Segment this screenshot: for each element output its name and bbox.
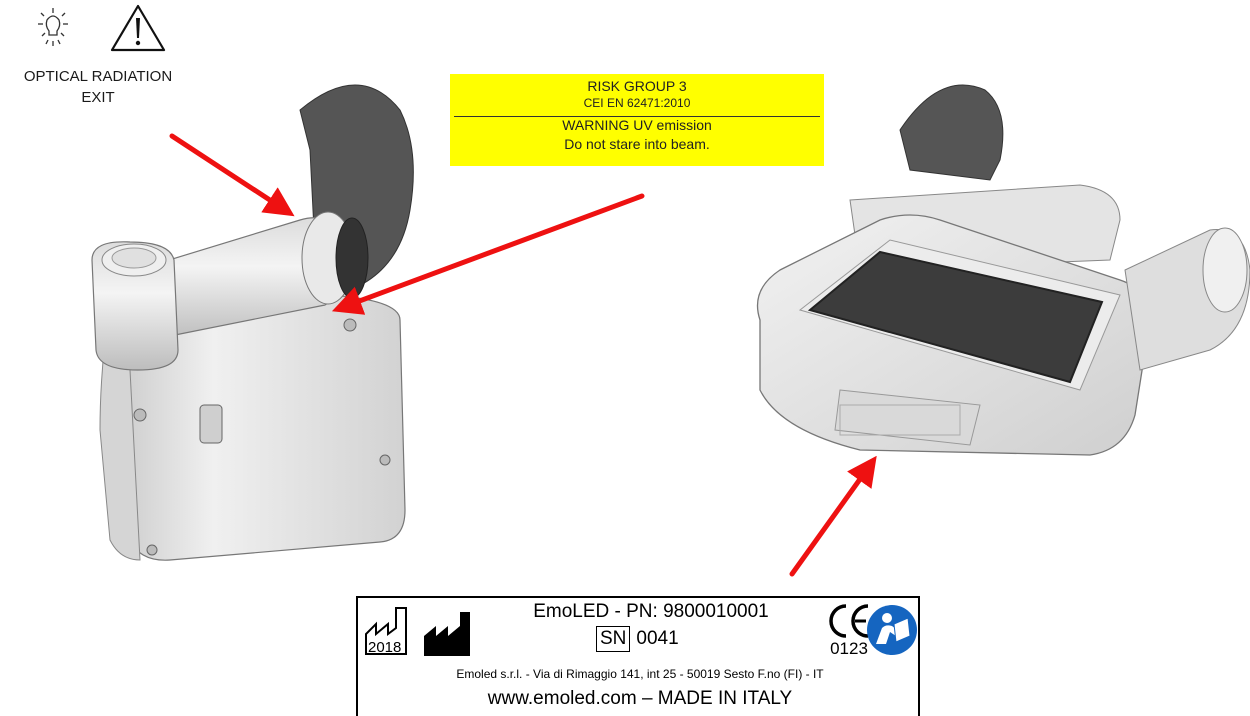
device-front-view (756, 84, 1250, 456)
read-manual-icon (867, 605, 917, 655)
risk-label-divider (454, 116, 820, 117)
part-number: EmoLED - PN: 9800010001 (533, 601, 769, 622)
website-origin: www.emoled.com – MADE IN ITALY (487, 688, 793, 709)
manufacturer-address: Emoled s.r.l. - Via di Rimaggio 141, int… (456, 667, 824, 681)
sn-value: 0041 (636, 628, 679, 649)
ce-mark-text: CE (826, 600, 828, 601)
ce-mark-icon: CE (826, 600, 869, 638)
risk-standard: CEI EN 62471:2010 (583, 96, 691, 110)
risk-warning: WARNING UV emission (562, 117, 712, 133)
risk-group-title: RISK GROUP 3 (587, 78, 687, 94)
manufacture-date-icon: 2018 (365, 607, 407, 656)
manufacturer-icon (424, 612, 470, 656)
optical-radiation-icon (38, 8, 68, 46)
optical-radiation-label: OPTICAL RADIATION EXIT (0, 66, 196, 108)
notified-body-number: 0123 (830, 639, 868, 658)
risk-group-label: RISK GROUP 3 CEI EN 62471:2010 WARNING U… (450, 74, 824, 166)
optical-label-line2: EXIT (81, 89, 115, 106)
risk-instruction: Do not stare into beam. (564, 136, 710, 152)
mfg-year: 2018 (368, 639, 401, 656)
warning-triangle-icon (110, 4, 166, 52)
device-rear-view (91, 84, 414, 561)
optical-label-line1: OPTICAL RADIATION (23, 68, 173, 85)
sn-tag: SN (596, 626, 631, 652)
